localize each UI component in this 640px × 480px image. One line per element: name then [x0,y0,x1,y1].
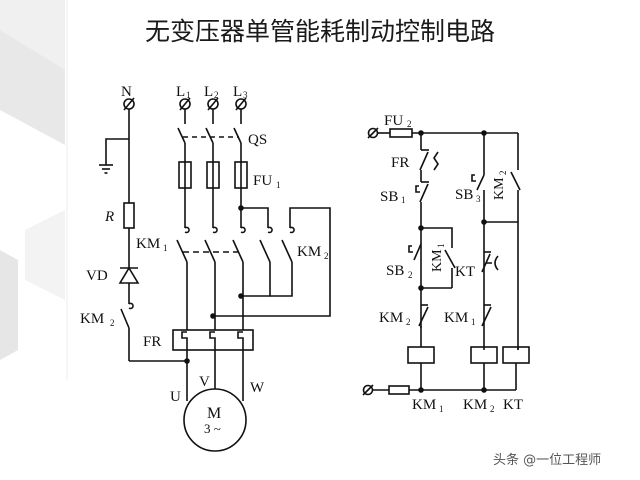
terminal-control-top [367,127,379,139]
terminal-label-l2-sub: 2 [214,90,219,100]
bg-hexagon-low2 [25,210,65,300]
fr-control-label: FR [391,155,409,171]
fu1-label: FU [253,173,272,189]
coil-km1 [407,346,435,364]
km2-nc-label: KM [379,310,403,326]
qs-label: QS [248,132,267,148]
km1-label: KM [136,236,160,252]
sb2-start-button [408,243,422,261]
fuse-fu1 [178,161,248,189]
watermark-text: 头条 @一位工程师 [493,453,602,468]
sb3-label: SB [455,187,473,203]
phase-w-label: W [250,380,265,396]
km1-hold-contact [421,232,456,289]
km1-contact-label: KM [430,249,445,272]
phase-v-label: V [199,374,210,390]
kt-contact-label: KT [455,264,475,280]
diode-vd [118,266,140,304]
km2-main-contacts [259,226,295,263]
km1-nc-label-sub: 1 [471,317,476,327]
terminal-label-l3: L [233,84,242,100]
resistor-r [123,202,135,229]
terminal-label-l1: L [176,84,185,100]
page-title: 无变压器单管能耗制动控制电路 [144,17,495,46]
coil-km1-label-sub: 1 [439,404,444,414]
resistor-label: R [104,209,114,225]
fr-label: FR [143,334,161,350]
km2-nc-label-sub: 2 [406,317,411,327]
terminal-label-l1-sub: 1 [186,90,191,100]
km2-left-contact [120,302,187,362]
coil-km2-label: KM [463,397,487,413]
control-circuit: FU 2 FR SB 1 SB 2 [362,113,530,414]
fu2-label-sub: 2 [407,119,412,129]
fu1-label-sub: 1 [276,180,281,190]
phase-u-label: U [170,389,181,405]
km1-nc-label: KM [444,310,468,326]
coil-km1-label: KM [412,397,436,413]
km2-nc-contact [418,304,429,327]
km1-main-contacts [176,226,246,263]
km2-right-label-sub: 2 [324,251,329,261]
motor-m [183,388,247,452]
motor-label: M [207,405,221,422]
terminal-label-l2: L [204,84,213,100]
km2-right-label: KM [297,244,321,260]
sb1-label: SB [380,189,398,205]
thermal-relay-fr [172,329,254,351]
kt-timed-contact [481,251,499,273]
terminal-control-bottom [362,384,374,396]
terminal-label-l3-sub: 3 [243,90,248,100]
km2-contact-label-sub: 2 [498,171,508,176]
km2-left-label: KM [80,311,104,327]
sb3-label-sub: 3 [476,194,481,204]
sb2-label: SB [386,263,404,279]
ground-icon [99,138,129,174]
diode-label: VD [86,268,108,284]
main-circuit: N L 1 L 2 L 3 R VD [80,84,331,452]
terminal-label-n: N [121,84,132,100]
coil-kt [502,346,530,364]
coil-kt-label: KT [503,397,523,413]
km1-label-sub: 1 [163,243,168,253]
km2-contact-label: KM [492,177,507,200]
km2-hold-contact [510,171,521,191]
km1-contact-label-sub: 1 [436,244,446,249]
sb3-brake-button [471,174,485,191]
km2-left-label-sub: 2 [110,318,115,328]
fuse-fu2 [389,128,413,138]
fuse-bottom [388,385,410,395]
bg-hexagon-low [0,250,18,360]
bg-hexagon-mid [0,30,65,145]
coil-km2-label-sub: 2 [490,404,495,414]
switch-qs [177,127,242,144]
motor-label-sub: 3 ~ [204,421,221,436]
km1-nc-contact [481,304,492,327]
fu2-label: FU [384,113,403,129]
sb1-label-sub: 1 [401,195,406,205]
sb1-stop-button [415,181,429,203]
fr-nc-contact [419,149,439,171]
sb2-label-sub: 2 [408,270,413,280]
